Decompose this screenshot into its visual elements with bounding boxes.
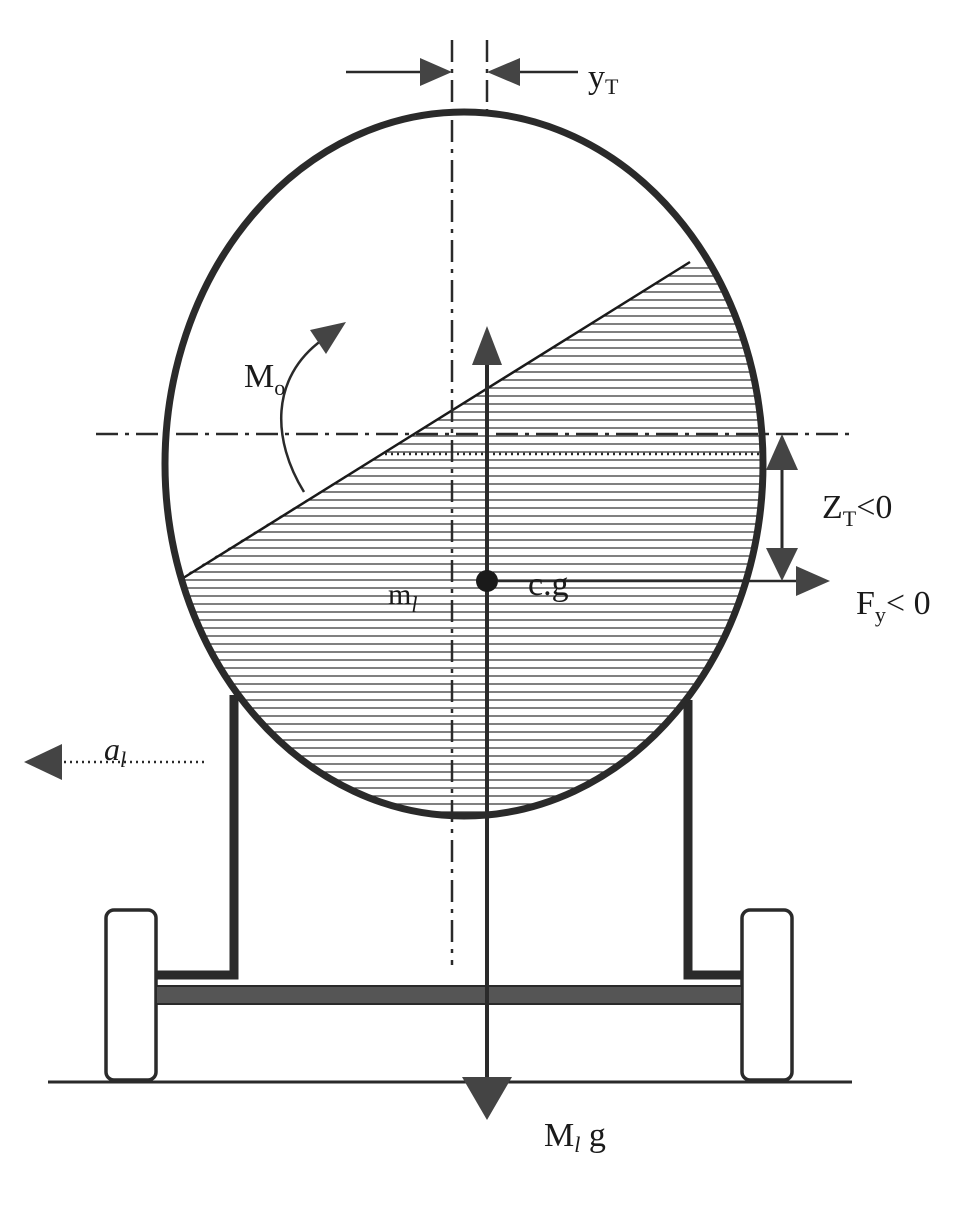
fy-arrowhead (796, 566, 830, 596)
yT-right-arrowhead (487, 58, 520, 86)
yT-label: yT (588, 59, 619, 99)
zt-down-arrowhead (766, 548, 798, 581)
axle (155, 985, 743, 1005)
moment-arrowhead (310, 322, 346, 354)
left-support (156, 695, 239, 980)
liquid-fill (165, 262, 763, 816)
zt-label: ZT<0 (822, 489, 892, 531)
upward-arrowhead (472, 326, 502, 365)
free-surface (179, 260, 691, 582)
accel-arrowhead (24, 744, 62, 780)
right-wheel (740, 908, 794, 1082)
yT-left-arrowhead (420, 58, 452, 86)
weight-arrowhead (462, 1077, 512, 1120)
right-support (683, 700, 742, 980)
liquid-mass-label: ml (388, 578, 417, 617)
cg-label: c.g (528, 566, 569, 603)
moment-arc (280, 338, 323, 493)
zt-up-arrowhead (766, 434, 798, 470)
left-wheel (104, 908, 158, 1082)
weight-label: Ml g (544, 1117, 606, 1157)
tank-shell (161, 108, 767, 820)
moment-label: Mo (244, 358, 285, 400)
cg-point (476, 570, 498, 592)
accel-label: al (104, 731, 126, 772)
fy-label: Fy< 0 (856, 585, 931, 627)
